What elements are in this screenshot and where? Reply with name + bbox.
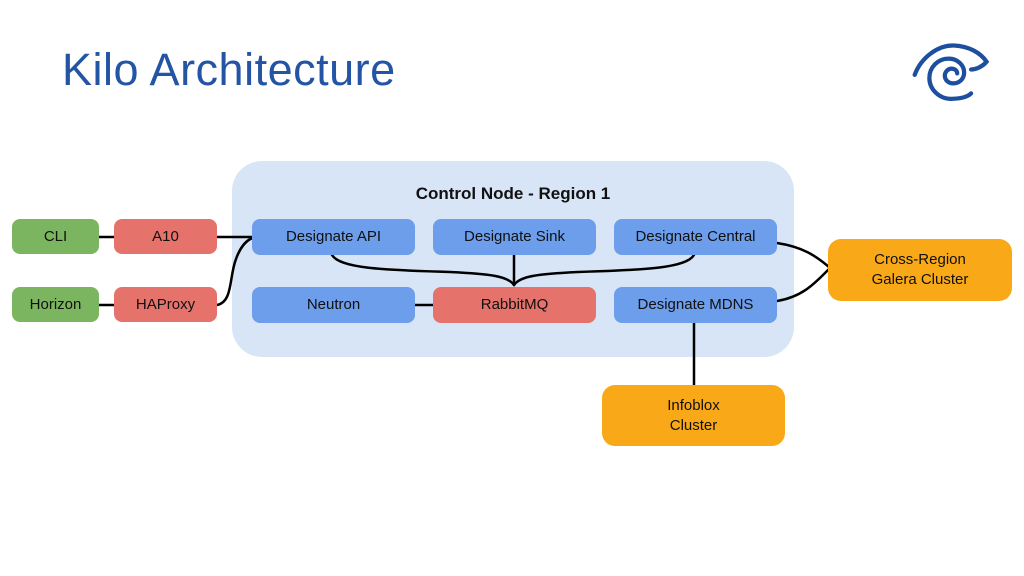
galera-label-line1: Cross-Region	[874, 251, 966, 268]
node-cli: CLI	[12, 219, 99, 254]
logo-spiral	[927, 56, 974, 101]
node-cross-region-galera-cluster: Cross-Region Galera Cluster	[828, 239, 1012, 301]
node-designate-sink: Designate Sink	[433, 219, 596, 255]
node-rabbitmq: RabbitMQ	[433, 287, 596, 323]
node-infoblox-cluster: Infoblox Cluster	[602, 385, 785, 446]
control-node-label: Control Node - Region 1	[415, 184, 611, 203]
node-a10: A10	[114, 219, 217, 254]
galera-label-line2: Galera Cluster	[871, 271, 969, 288]
infoblox-label-line1: Infoblox	[667, 396, 720, 414]
slide-title: Kilo Architecture	[62, 44, 396, 95]
node-designate-central: Designate Central	[614, 219, 777, 255]
node-neutron: Neutron	[252, 287, 415, 323]
infoblox-label-line2: Cluster	[669, 416, 718, 434]
node-designate-api: Designate API	[252, 219, 415, 255]
node-designate-mdns: Designate MDNS	[614, 287, 777, 323]
node-horizon: Horizon	[12, 287, 99, 322]
twc-eye-logo	[912, 43, 990, 101]
node-haproxy: HAProxy	[114, 287, 217, 322]
logo-eyelid	[912, 43, 990, 77]
